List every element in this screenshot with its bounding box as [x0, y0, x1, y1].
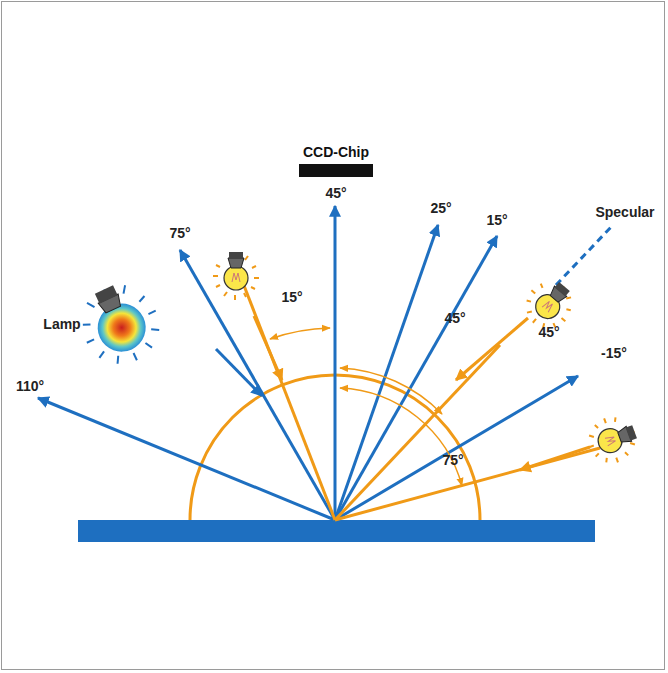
- angle-label: 25°: [430, 201, 451, 215]
- ccd-chip-bar: [299, 164, 373, 177]
- specular-label: Specular: [595, 205, 654, 219]
- angle-label: -15°: [601, 346, 627, 360]
- angle-label: 75°: [169, 226, 190, 240]
- arc-angle-label: 45°: [444, 311, 465, 325]
- lamp-75: [582, 410, 643, 470]
- angle-label: 45°: [325, 186, 346, 200]
- arc-angle-label: 75°: [442, 453, 463, 467]
- spectral-lamp: [70, 274, 172, 377]
- angle-label: 110°: [16, 379, 44, 393]
- lamp-label: Lamp: [43, 317, 80, 331]
- angle-label: 15°: [486, 213, 507, 227]
- detection-rays: [38, 206, 578, 520]
- angle-arcs: [270, 328, 462, 486]
- ccd-chip-label: CCD-Chip: [303, 145, 369, 159]
- specular-line: [556, 226, 612, 285]
- arc-angle-label: 15°: [281, 290, 302, 304]
- lamp-45: [516, 272, 582, 338]
- lamp-15: [213, 252, 259, 300]
- sample-surface: [78, 520, 595, 542]
- lamp-angle-label: 45°: [538, 325, 559, 339]
